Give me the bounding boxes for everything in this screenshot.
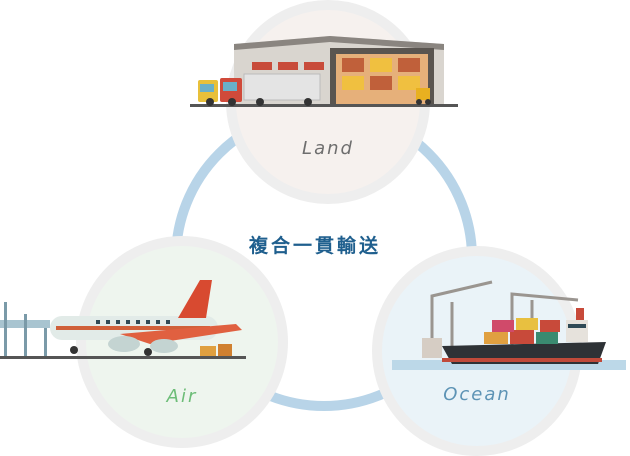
ocean-label: Ocean	[443, 384, 511, 405]
airplane-illustration	[0, 280, 246, 359]
center-title: 複合一貫輸送	[248, 235, 381, 257]
container-ship-illustration	[392, 280, 626, 370]
land-label: Land	[302, 138, 354, 159]
warehouse-truck-illustration	[190, 36, 458, 107]
air-label: Air	[166, 386, 198, 407]
